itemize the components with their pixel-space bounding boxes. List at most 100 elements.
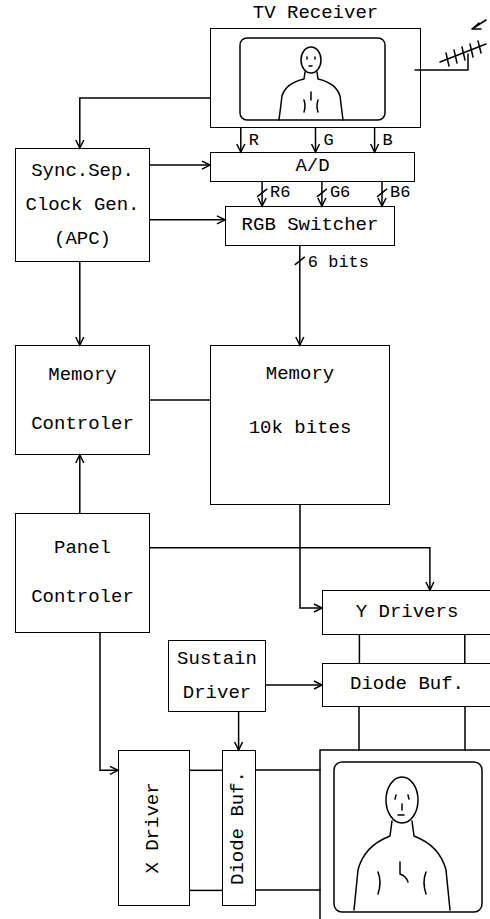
signal-label: G6	[329, 184, 351, 201]
y-driver-box: Y Drivers	[322, 590, 490, 635]
tv-receiver-box: TV Receiver	[210, 28, 421, 128]
connector-line	[79, 262, 81, 345]
box-text: X Driver	[143, 782, 165, 873]
arrowhead	[378, 198, 386, 206]
connector	[150, 548, 434, 590]
connector-line	[300, 505, 322, 608]
signal-label: 6 bits	[307, 254, 370, 271]
bus-tick	[257, 189, 267, 197]
arrowhead	[312, 144, 320, 152]
memory-controller-box: Memory Controler	[15, 345, 150, 455]
bus-tick	[317, 189, 327, 197]
arrowhead	[110, 766, 118, 774]
connector-line	[266, 684, 322, 686]
connector-line	[464, 635, 466, 663]
panel-wires	[256, 707, 465, 890]
arrowhead	[318, 198, 326, 206]
connector-line	[79, 455, 81, 513]
connector-line	[374, 128, 376, 152]
box-text: Memory Controler	[21, 351, 144, 450]
signal-arrow	[472, 20, 486, 29]
connector-line	[190, 890, 222, 892]
box-text: Sync.Sep. Clock Gen. (APC)	[21, 154, 144, 257]
person-body	[412, 821, 450, 910]
bus-tick	[377, 189, 387, 197]
memory-box: Memory 10k bites	[210, 345, 390, 505]
arrowhead	[296, 337, 304, 345]
connector-line	[359, 635, 361, 663]
connector-line	[150, 164, 210, 166]
antenna-elements	[446, 41, 481, 66]
diode-buffer-box: Diode Buf.	[322, 663, 490, 707]
display-panel	[320, 750, 490, 919]
person-face	[395, 795, 409, 815]
diode-buffer-box: Diode Buf.	[222, 750, 256, 906]
arrowhead	[314, 681, 322, 689]
connector-line	[315, 128, 317, 152]
signal-label: G	[323, 132, 335, 149]
connector	[237, 128, 245, 152]
tv-screen	[240, 38, 385, 120]
box-text: TV Receiver	[211, 3, 420, 25]
box-text: Panel Controler	[21, 524, 144, 623]
box-text: Y Drivers	[356, 602, 459, 624]
arrowhead	[217, 216, 225, 224]
x-driver-box: X Driver	[118, 750, 190, 906]
connector	[266, 681, 322, 689]
arrowhead	[426, 582, 434, 590]
connector-line	[100, 633, 118, 770]
person-head	[301, 47, 321, 73]
connector	[312, 128, 320, 152]
person-body	[279, 72, 305, 120]
connector	[190, 890, 222, 891]
connector	[377, 182, 387, 206]
connector	[317, 182, 327, 206]
box-text: Memory	[266, 364, 334, 386]
arrowhead	[202, 161, 210, 169]
connector	[464, 635, 465, 663]
box-text: RGB Switcher	[242, 215, 379, 237]
arrowhead	[258, 198, 266, 206]
signal-label: B	[382, 132, 394, 149]
arrowhead	[76, 140, 84, 148]
person-head	[386, 777, 418, 823]
box-text: Sustain Driver	[174, 642, 260, 710]
connector	[257, 182, 267, 206]
connector	[150, 400, 210, 401]
box-text: A/D	[295, 156, 329, 178]
sustain-driver-box: Sustain Driver	[168, 640, 266, 712]
panel-controller-box: Panel Controler	[15, 513, 150, 633]
connector	[300, 505, 322, 612]
connector	[76, 262, 84, 345]
converter-box: A/D	[210, 152, 415, 182]
person-body	[317, 72, 343, 120]
connector-line	[150, 548, 430, 590]
person-detail	[378, 862, 426, 894]
connector-line	[238, 712, 240, 750]
person-face	[307, 57, 315, 66]
connector	[150, 161, 210, 169]
connector	[76, 98, 210, 148]
connector-line	[150, 399, 210, 401]
arrowhead	[237, 144, 245, 152]
sync-clock-box: Sync.Sep. Clock Gen. (APC)	[15, 148, 150, 262]
connector-line	[190, 770, 222, 772]
connector-line	[240, 128, 242, 152]
connector-line	[80, 98, 210, 148]
signal-label: B6	[389, 184, 411, 201]
signal-label: R6	[269, 184, 291, 201]
connector	[359, 635, 360, 663]
box-text: Diode Buf.	[228, 771, 250, 885]
connector	[76, 455, 84, 513]
arrowhead	[76, 455, 84, 463]
panel-screen	[334, 762, 482, 912]
arrowhead	[314, 604, 322, 612]
connector	[150, 216, 225, 224]
bus-tick	[295, 257, 305, 265]
arrowhead	[235, 742, 243, 750]
connector	[295, 246, 305, 345]
box-text: 10k bites	[249, 418, 352, 440]
arrowhead	[371, 144, 379, 152]
connector	[100, 633, 118, 774]
